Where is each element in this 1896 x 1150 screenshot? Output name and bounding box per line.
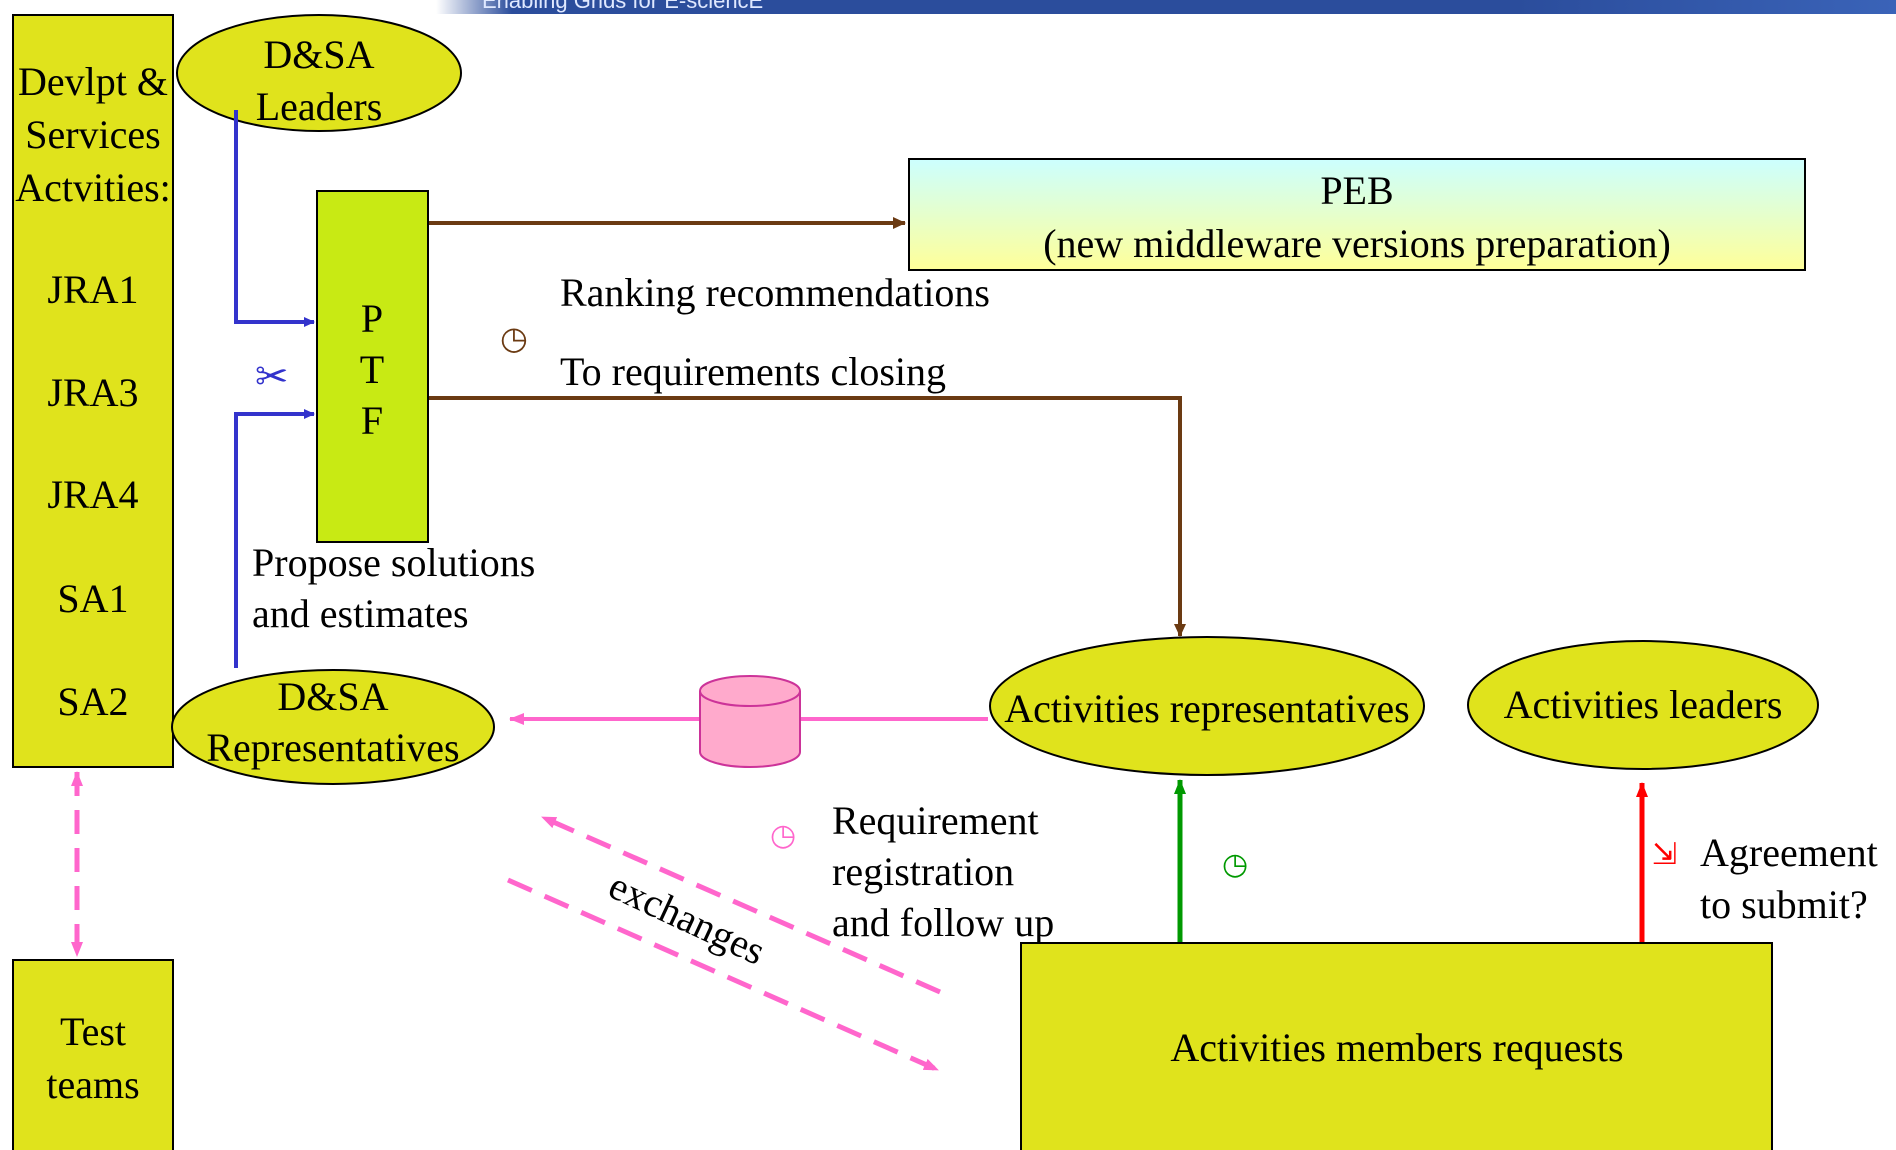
activities-members-requests-label: Activities members requests bbox=[1170, 1025, 1623, 1070]
ranking-recommendations-label: Ranking recommendations bbox=[560, 270, 990, 315]
requirement-registration-label-2: registration bbox=[832, 849, 1014, 894]
activity-jra1: JRA1 bbox=[47, 267, 138, 312]
agreement-label-2: to submit? bbox=[1700, 882, 1868, 927]
arrow-icon: ⇲ bbox=[1652, 837, 1677, 872]
clock-icon: ◷ bbox=[500, 319, 528, 357]
test-teams-box bbox=[12, 959, 174, 1150]
requirement-registration-label-1: Requirement bbox=[832, 798, 1039, 843]
activities-column-title-1: Devlpt & bbox=[18, 59, 168, 104]
activity-jra3: JRA3 bbox=[47, 370, 138, 415]
activities-column-box bbox=[12, 14, 174, 768]
header-banner: Enabling Grids for E-sciencE bbox=[0, 0, 1896, 14]
banner-text: Enabling Grids for E-sciencE bbox=[482, 0, 764, 13]
activities-leaders-ellipse bbox=[1467, 640, 1819, 770]
activities-column-title-2: Services bbox=[25, 112, 161, 157]
clock-icon: ◷ bbox=[1222, 847, 1248, 882]
exchanges-label: exchanges bbox=[602, 862, 772, 973]
activities-column-title-3: Actvities: bbox=[15, 165, 171, 210]
propose-solutions-label-2: and estimates bbox=[252, 591, 469, 636]
requirement-registration-label-3: and follow up bbox=[832, 900, 1054, 945]
dsa-leaders-ellipse bbox=[176, 14, 462, 132]
clock-icon: ◷ bbox=[770, 818, 796, 853]
peb-box bbox=[908, 158, 1806, 271]
test-teams-line-1: Test bbox=[60, 1009, 126, 1054]
exchanges-arrow-up bbox=[540, 814, 942, 995]
leaders-to-ptf-arrow bbox=[234, 110, 315, 327]
activities-representatives-ellipse bbox=[989, 636, 1425, 776]
peb-line-2: (new middleware versions preparation) bbox=[1043, 221, 1671, 266]
dsa-leaders-line-2: Leaders bbox=[256, 84, 383, 129]
test-teams-line-2: teams bbox=[46, 1062, 139, 1107]
activities-members-requests-box bbox=[1020, 942, 1773, 1150]
requirements-closing-label: To requirements closing bbox=[560, 349, 946, 394]
dsa-representatives-ellipse bbox=[171, 669, 495, 785]
agreement-label-1: Agreement bbox=[1700, 830, 1878, 875]
ptf-box bbox=[316, 190, 429, 543]
scissors-icon: ✂ bbox=[255, 354, 289, 400]
dsa-representatives-line-2: Representatives bbox=[206, 725, 459, 770]
activity-sa2: SA2 bbox=[57, 679, 128, 724]
database-icon bbox=[699, 675, 801, 768]
ptf-letter-f: F bbox=[361, 398, 383, 443]
ptf-letter-t: T bbox=[360, 347, 384, 392]
activities-leaders-label: Activities leaders bbox=[1504, 682, 1783, 727]
propose-solutions-label-1: Propose solutions bbox=[252, 540, 535, 585]
ptf-to-activities-representatives-arrow bbox=[429, 396, 1186, 637]
dsa-leaders-line-1: D&SA bbox=[263, 32, 374, 77]
dsa-representatives-line-1: D&SA bbox=[277, 674, 388, 719]
activity-jra4: JRA4 bbox=[47, 472, 138, 517]
activity-sa1: SA1 bbox=[57, 576, 128, 621]
peb-line-1: PEB bbox=[1320, 168, 1393, 213]
representatives-to-ptf-arrow bbox=[234, 409, 315, 668]
activities-representatives-label: Activities representatives bbox=[1004, 686, 1409, 731]
ptf-letter-p: P bbox=[361, 296, 383, 341]
